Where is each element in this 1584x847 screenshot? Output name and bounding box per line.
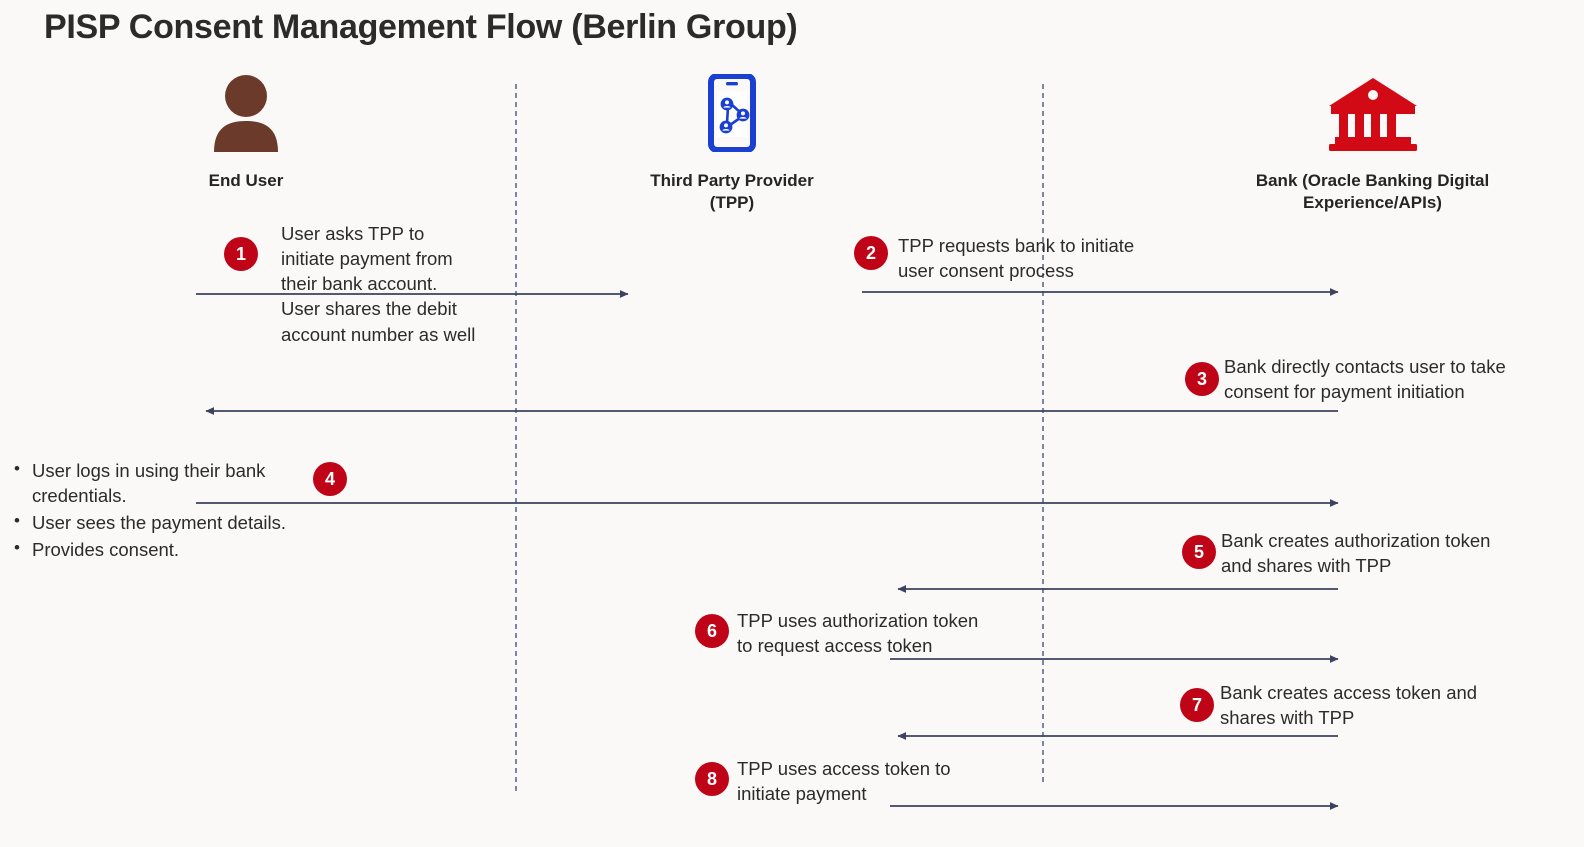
step-caption-6: TPP uses authorization token to request … <box>737 610 979 657</box>
actor-third-party-provider: Third Party Provider (TPP) <box>632 66 832 215</box>
actor-bank: Bank (Oracle Banking Digital Experience/… <box>1200 66 1545 215</box>
mobile-network-icon <box>632 66 832 152</box>
list-item: User sees the payment details. <box>8 509 338 535</box>
step-badge-2[interactable]: 2 <box>854 236 888 270</box>
actor-label-end-user: End User <box>208 171 284 190</box>
user-icon <box>146 66 346 152</box>
step-caption-3: Bank directly contacts user to take cons… <box>1224 356 1506 403</box>
step-caption-2: TPP requests bank to initiate user conse… <box>898 235 1135 282</box>
actor-label-bank: Bank (Oracle Banking Digital Experience/… <box>1255 171 1490 213</box>
step-caption-7: Bank creates access token and shares wit… <box>1220 682 1478 729</box>
list-item: Provides consent. <box>8 536 338 562</box>
step-badge-1[interactable]: 1 <box>224 237 258 271</box>
step-caption-5: Bank creates authorization token and sha… <box>1221 530 1491 577</box>
step-caption-8: TPP uses access token to initiate paymen… <box>737 758 951 805</box>
step-badge-6[interactable]: 6 <box>695 614 729 648</box>
step-badge-7[interactable]: 7 <box>1180 688 1214 722</box>
page-title: PISP Consent Management Flow (Berlin Gro… <box>44 8 798 46</box>
list-item: User logs in using their bank credential… <box>8 457 338 508</box>
bank-icon <box>1200 66 1545 152</box>
step-badge-8[interactable]: 8 <box>695 762 729 796</box>
step-badge-5[interactable]: 5 <box>1182 535 1216 569</box>
actor-end-user: End User <box>146 66 346 192</box>
step-caption-1: User asks TPP to initiate payment from t… <box>281 223 476 345</box>
step-caption-4-list: User logs in using their bank credential… <box>8 457 338 565</box>
actor-label-tpp: Third Party Provider (TPP) <box>650 171 814 213</box>
step-badge-3[interactable]: 3 <box>1185 362 1219 396</box>
